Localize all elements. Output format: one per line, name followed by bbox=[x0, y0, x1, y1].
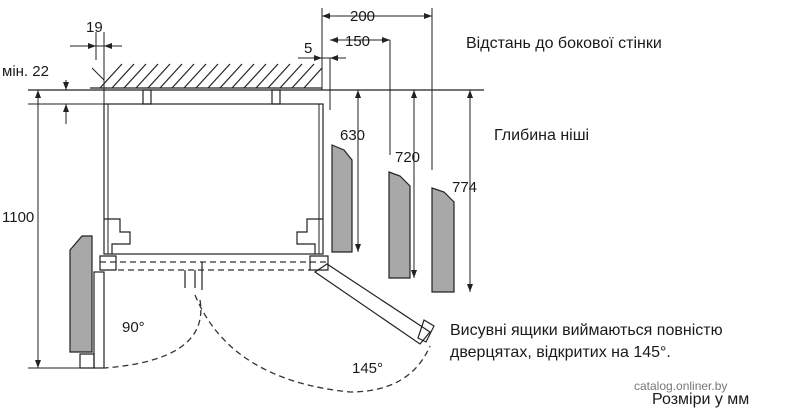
left-side-wall bbox=[69, 235, 93, 353]
niche-depth-label: Глибина ніші bbox=[494, 127, 589, 144]
angle-90-label: 90° bbox=[122, 319, 145, 336]
fridge-body bbox=[103, 89, 324, 255]
dim-19: 19 bbox=[86, 19, 103, 36]
side-wall-distance-label: Відстань до бокової стінки bbox=[466, 35, 662, 52]
top-wall-hatching bbox=[90, 63, 323, 89]
units-note: Розміри у мм bbox=[652, 391, 749, 408]
dim-150: 150 bbox=[345, 33, 370, 50]
dim-5: 5 bbox=[304, 40, 312, 57]
angle-145-label: 145° bbox=[352, 360, 383, 377]
watermark: catalog.onliner.by bbox=[634, 379, 727, 393]
side-wall-774 bbox=[431, 187, 455, 293]
dim-200: 200 bbox=[350, 8, 375, 25]
dim-1100: 1100 bbox=[2, 209, 34, 226]
side-wall-630 bbox=[331, 144, 353, 253]
side-wall-720 bbox=[388, 171, 411, 279]
dim-min-22: мін. 22 bbox=[2, 63, 49, 80]
dim-720: 720 bbox=[395, 149, 420, 166]
drawers-note-line1: Висувні ящики виймаються повністю bbox=[450, 322, 723, 339]
dim-630: 630 bbox=[340, 127, 365, 144]
left-door-90 bbox=[79, 271, 202, 369]
dim-774: 774 bbox=[452, 179, 477, 196]
right-door-145 bbox=[194, 263, 435, 393]
drawers-note-line2: дверцятах, відкритих на 145°. bbox=[450, 344, 671, 361]
